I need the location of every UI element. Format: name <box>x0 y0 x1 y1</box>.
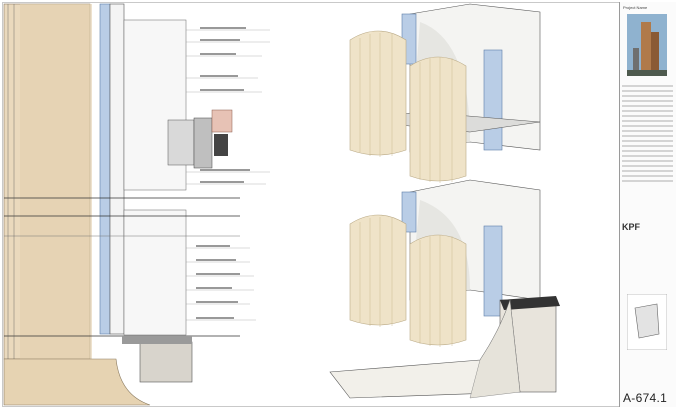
building-render-thumbnail <box>627 14 667 76</box>
drawing-canvas <box>3 3 560 406</box>
isometric-upper-view <box>349 3 541 183</box>
sheet-number: A-674.1 <box>623 391 668 405</box>
project-name-label: Project Name <box>623 5 648 10</box>
title-block: Project Name <box>619 2 676 407</box>
title-block-notes <box>620 82 675 185</box>
firm-logo: KPF <box>622 222 640 232</box>
key-plan-diagram <box>627 294 667 350</box>
isometric-lower-view <box>329 179 560 399</box>
wall-section-drawing <box>3 3 270 406</box>
